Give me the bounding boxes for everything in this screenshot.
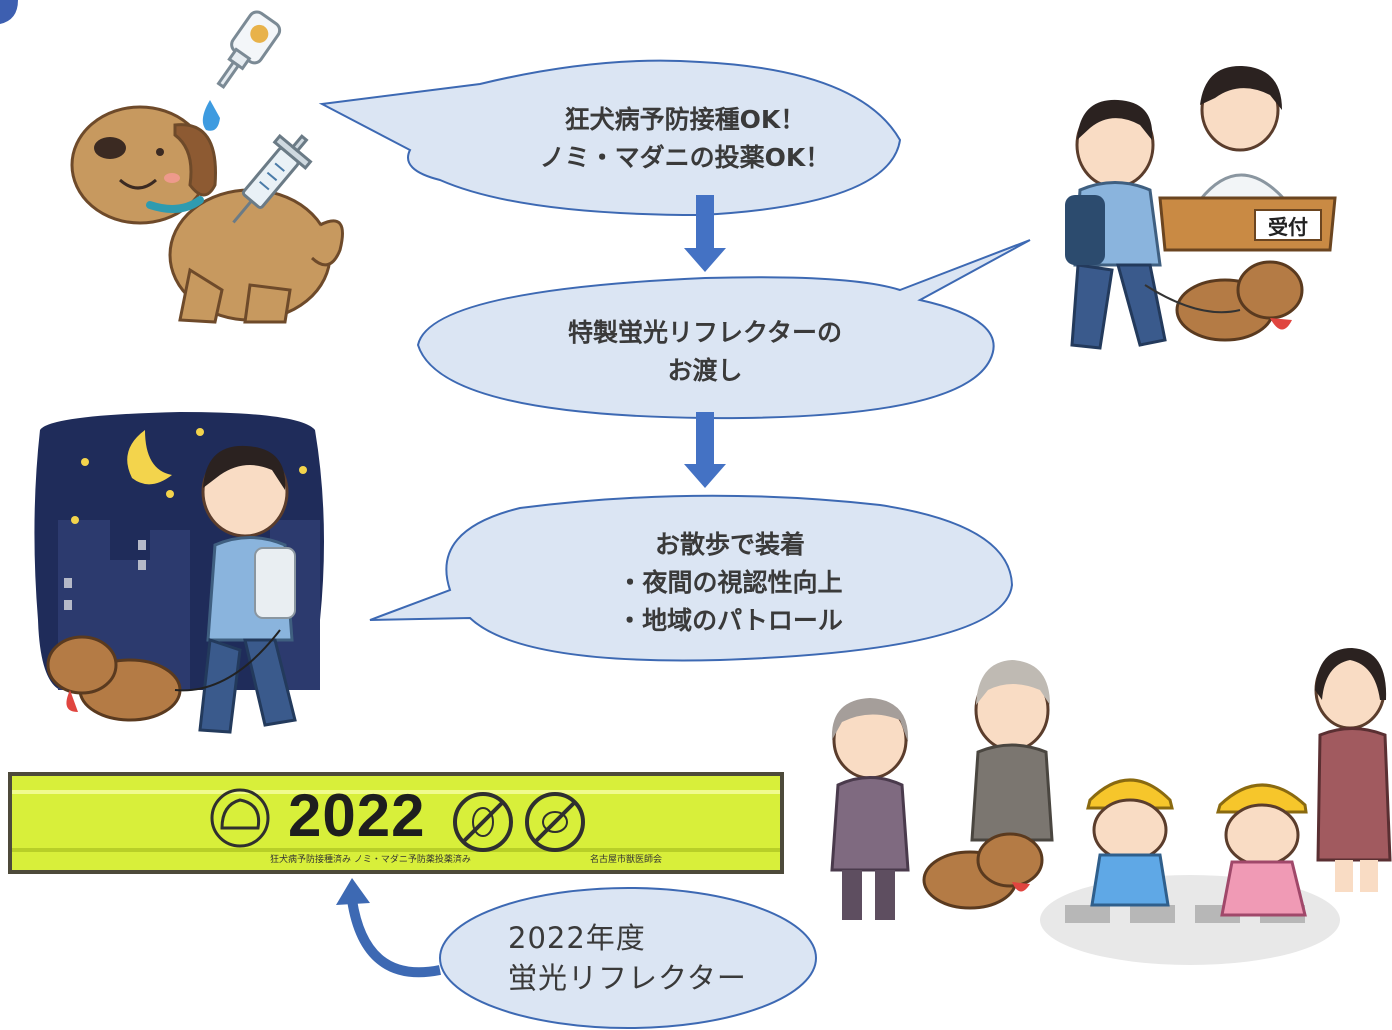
reflector-band xyxy=(8,772,784,874)
speech-bubble-reflector-handover xyxy=(416,239,1031,420)
community-patrol-illustration xyxy=(830,648,1392,965)
bubble-4-line-2: 蛍光リフレクター xyxy=(508,961,747,995)
corner-mark xyxy=(0,0,18,24)
bubble-1-line-1: 狂犬病予防接種OK！ xyxy=(564,105,806,134)
bubble-2-line-2: お渡し xyxy=(667,356,743,385)
night-walk-illustration xyxy=(34,412,324,734)
flow-arrow-down-2 xyxy=(684,412,726,488)
no-tick-icon xyxy=(525,792,585,852)
bubble-text-vaccination: 狂犬病予防接種OK！ ノミ・マダニの投薬OK！ xyxy=(470,101,900,177)
bubble-3-line-1: お散歩で装着 xyxy=(654,530,805,559)
bubble-4-line-1: 2022年度 xyxy=(508,921,646,955)
bubble-3-line-3: ・地域のパトロール xyxy=(617,606,843,635)
reflector-small-text-left: 狂犬病予防接種済み ノミ・マダニ予防薬投薬済み xyxy=(270,855,471,865)
reception-sign-label: 受付 xyxy=(1268,214,1308,239)
no-flea-icon xyxy=(453,792,513,852)
bubble-2-line-1: 特製蛍光リフレクターの xyxy=(567,318,842,347)
bubble-1-line-2: ノミ・マダニの投薬OK！ xyxy=(539,143,831,172)
reflector-small-text-right: 名古屋市獣医師会 xyxy=(590,855,663,865)
speech-bubble-walk xyxy=(369,494,1014,662)
speech-bubble-vaccination xyxy=(318,59,902,217)
reception-illustration xyxy=(1065,65,1337,350)
dog-emblem-icon xyxy=(210,788,270,848)
speech-bubble-2022-reflector xyxy=(439,887,817,1029)
bubble-text-2022-reflector: 2022年度 蛍光リフレクター xyxy=(508,918,768,998)
bubble-text-walk: お散歩で装着 ・夜間の視認性向上 ・地域のパトロール xyxy=(530,526,930,640)
bubble-text-reflector-handover: 特製蛍光リフレクターの お渡し xyxy=(480,314,930,390)
dog-vaccination-illustration xyxy=(70,10,344,324)
reception-sign: 受付 xyxy=(1255,210,1321,240)
flow-arrow-down-1 xyxy=(684,195,726,272)
bubble-3-line-2: ・夜間の視認性向上 xyxy=(617,568,843,597)
curved-arrow-to-reflector xyxy=(336,878,441,978)
reflector-year: 2022 xyxy=(288,782,426,849)
